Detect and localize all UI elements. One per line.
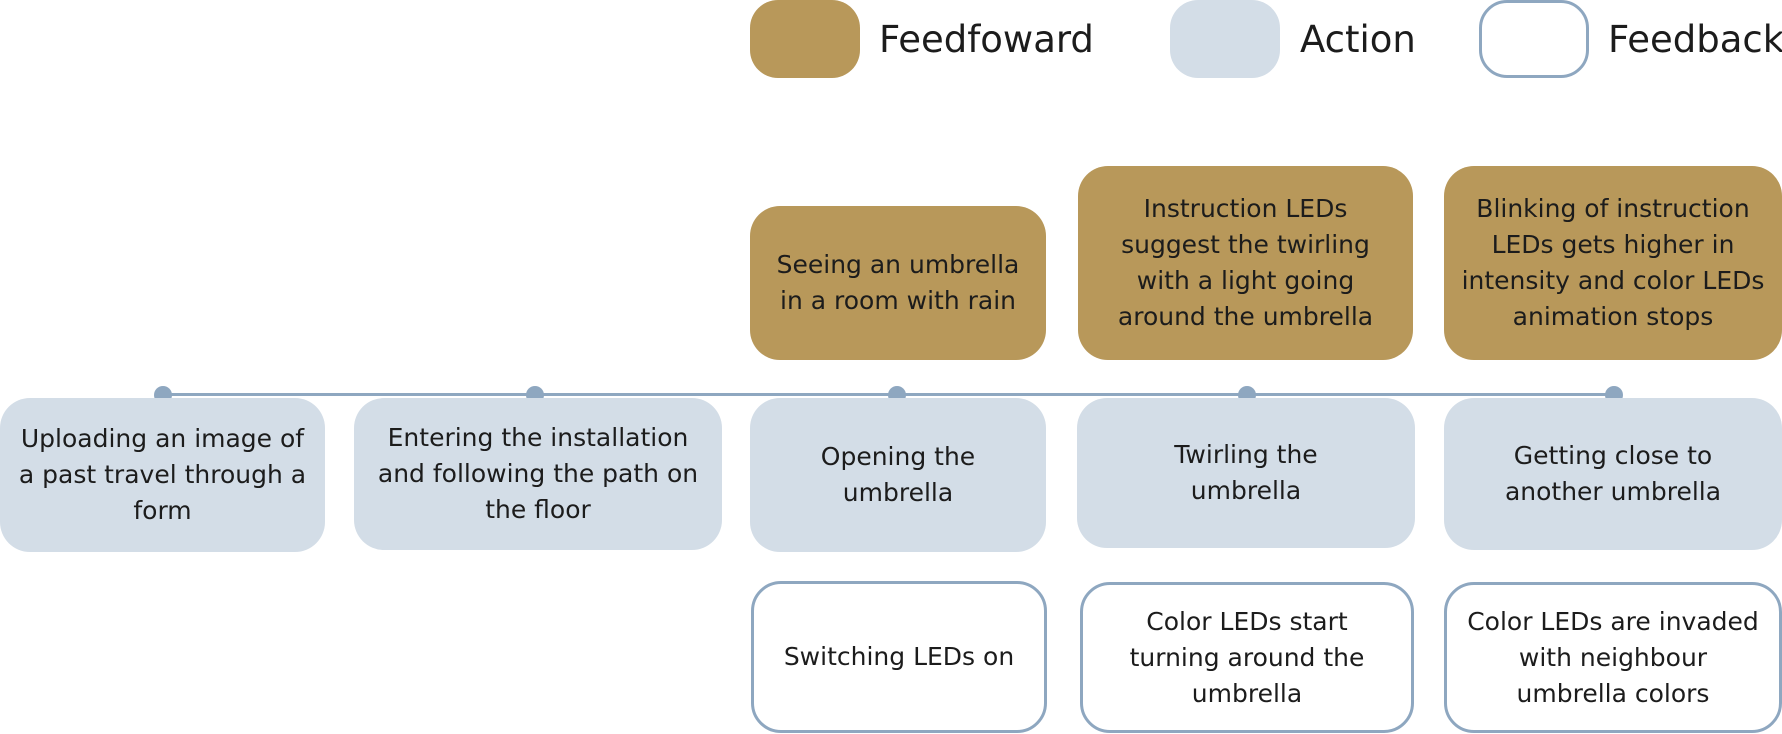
action-text: Twirling the umbrella — [1174, 440, 1318, 505]
feedback-text: Switching LEDs on — [783, 642, 1015, 671]
action-box-1: Uploading an image of a past travel thro… — [0, 398, 325, 552]
feedback-text: Color LEDs start turning around the umbr… — [1129, 606, 1365, 708]
legend-feedforward-label: Feedfoward — [879, 18, 1094, 61]
action-text: Uploading an image of a past travel thro… — [18, 424, 307, 525]
action-text: Getting close to another umbrella — [1504, 441, 1722, 506]
feedback-box-5: Color LEDs are invaded with neighbour um… — [1444, 582, 1782, 733]
action-box-4: Twirling the umbrella — [1077, 398, 1415, 548]
feedforward-box-4: Instruction LEDs suggest the twirling wi… — [1078, 166, 1413, 360]
feedforward-text: Seeing an umbrella in a room with rain — [776, 250, 1020, 315]
action-text: Entering the installation and following … — [377, 423, 699, 524]
legend-action-label: Action — [1300, 18, 1416, 61]
feedback-box-4: Color LEDs start turning around the umbr… — [1080, 582, 1414, 733]
feedforward-box-5: Blinking of instruction LEDs gets higher… — [1444, 166, 1782, 360]
feedforward-box-3: Seeing an umbrella in a room with rain — [750, 206, 1046, 360]
action-text: Opening the umbrella — [820, 442, 976, 507]
legend-feedback-label: Feedback — [1608, 18, 1782, 61]
action-box-5: Getting close to another umbrella — [1444, 398, 1782, 550]
feedback-text: Color LEDs are invaded with neighbour um… — [1467, 606, 1759, 708]
feedback-box-3: Switching LEDs on — [751, 581, 1047, 733]
legend-action-swatch — [1170, 0, 1280, 78]
legend-feedforward-swatch — [750, 0, 860, 78]
feedforward-text: Instruction LEDs suggest the twirling wi… — [1117, 194, 1374, 331]
feedforward-text: Blinking of instruction LEDs gets higher… — [1461, 194, 1765, 331]
action-box-2: Entering the installation and following … — [354, 398, 722, 550]
action-box-3: Opening the umbrella — [750, 398, 1046, 552]
legend-feedback-swatch — [1479, 0, 1589, 78]
